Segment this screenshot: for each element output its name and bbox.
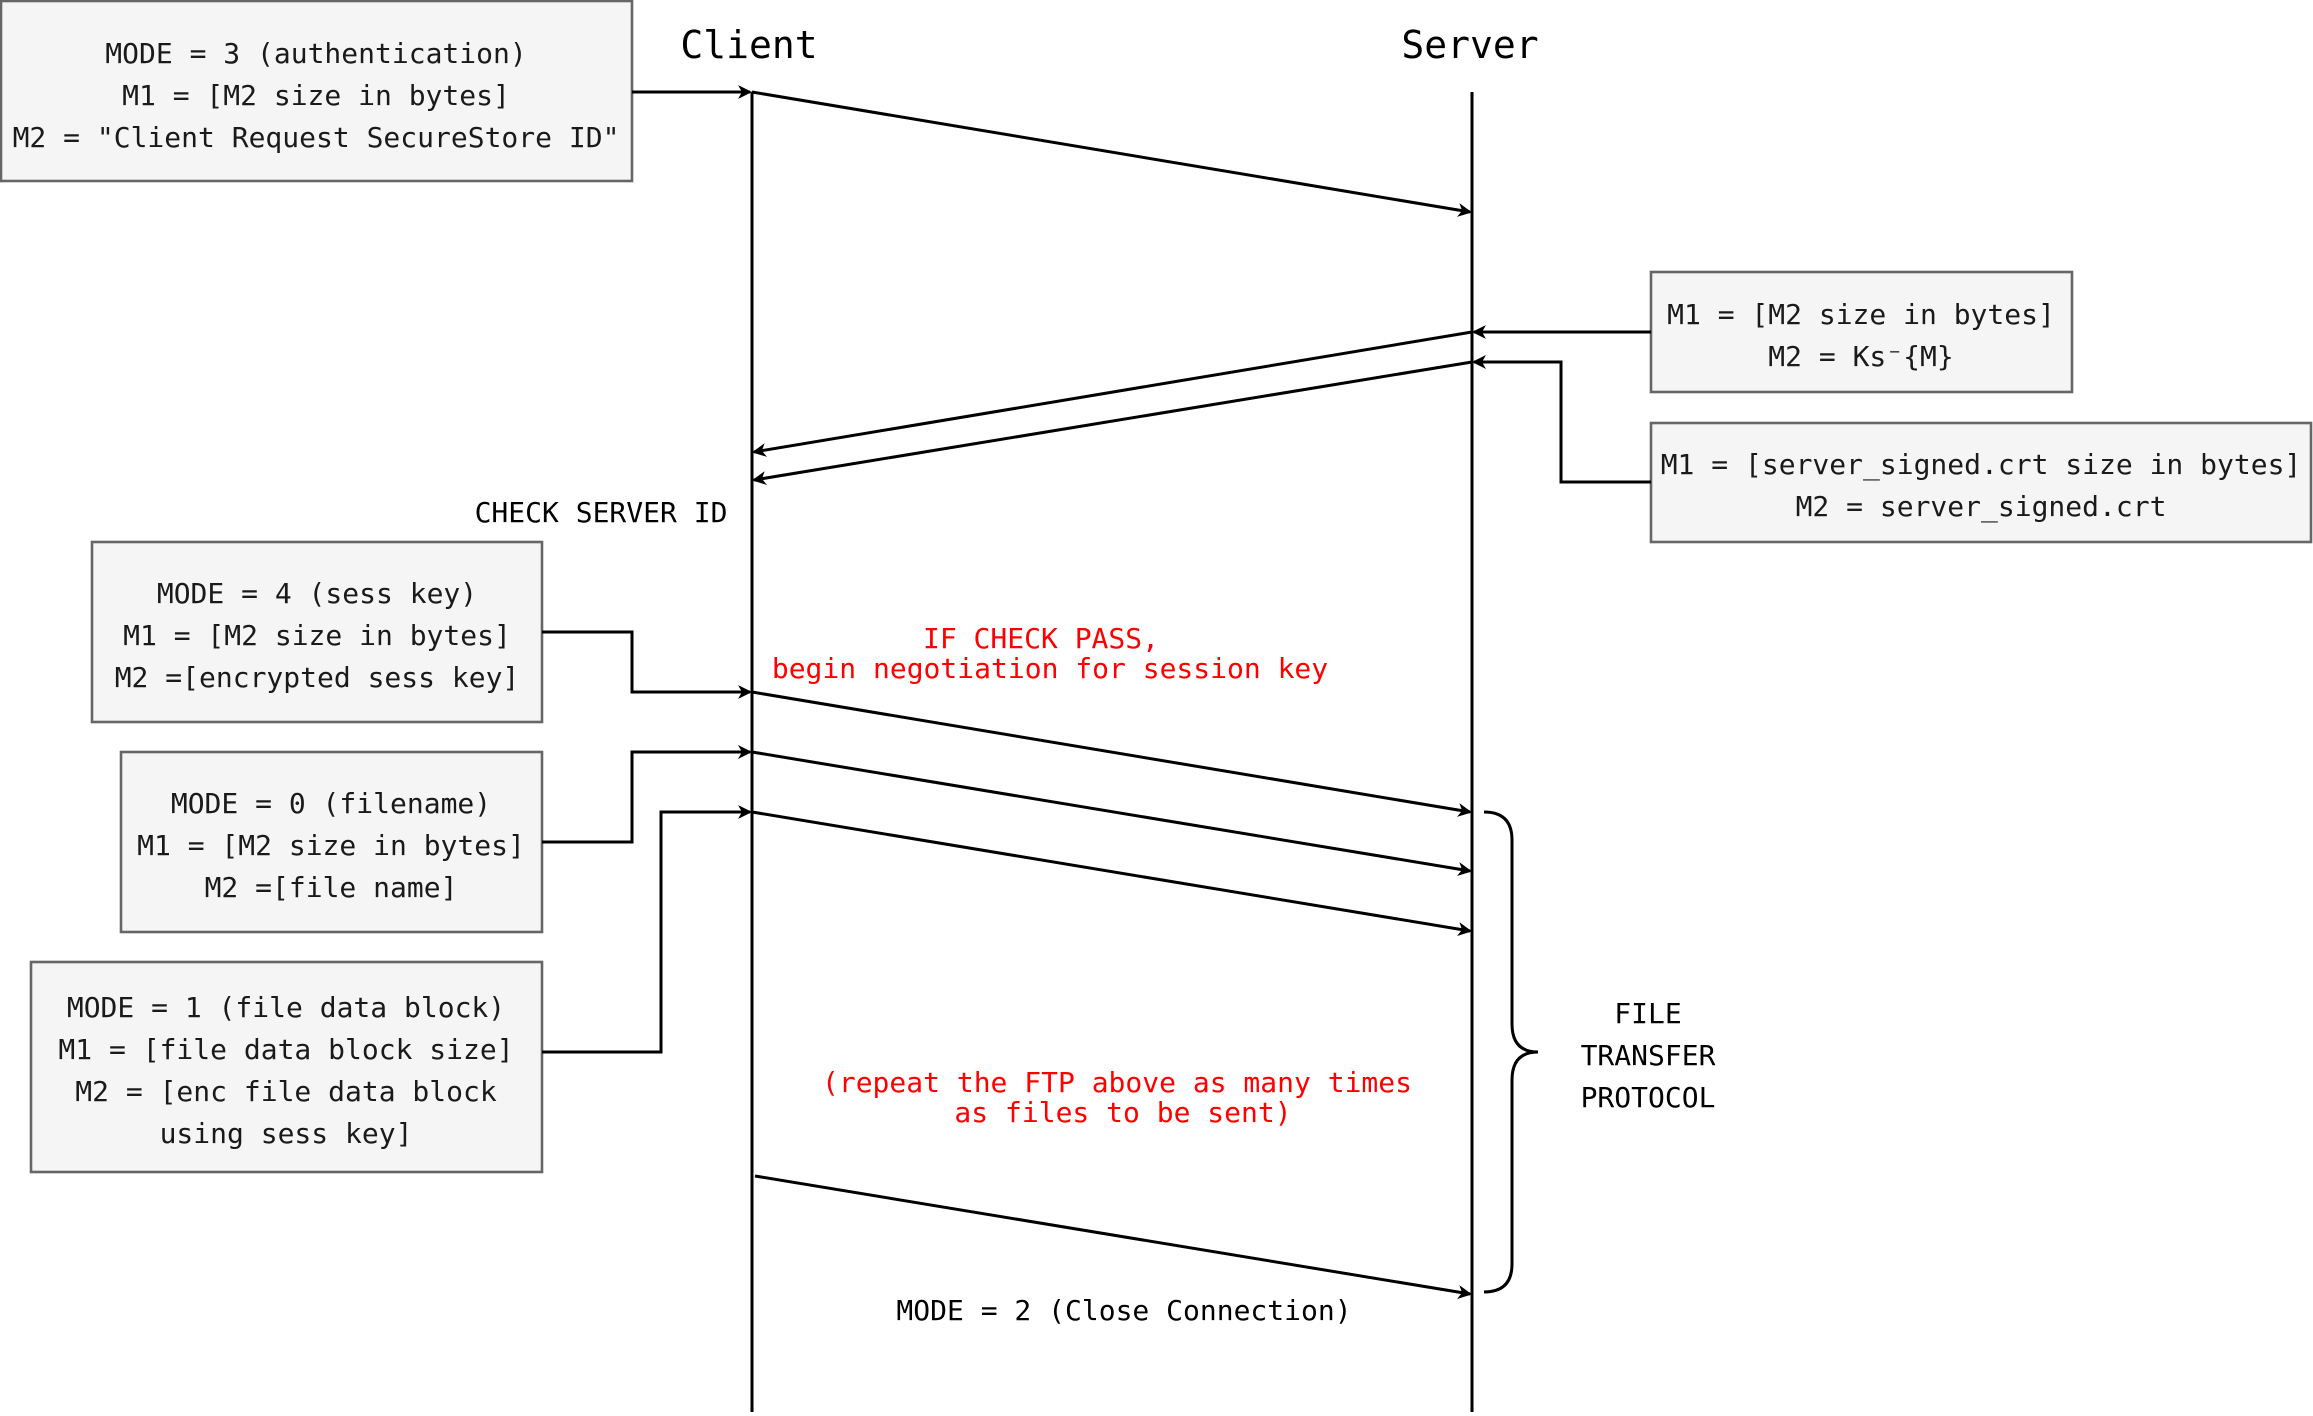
auth-box-line-2: M1 = [M2 size in bytes] xyxy=(122,79,510,112)
server-cert-arrow xyxy=(752,360,1473,485)
auth-box-line-1: MODE = 3 (authentication) xyxy=(105,37,526,70)
file-block-box-connector xyxy=(542,805,752,1054)
repeat-note-line-2: as files to be sent) xyxy=(954,1096,1291,1129)
ftp-label-line-2: TRANSFER xyxy=(1581,1039,1716,1072)
auth-request-arrow xyxy=(751,90,1472,217)
sess-box-line-1: MODE = 4 (sess key) xyxy=(157,577,477,610)
check-server-id-label: CHECK SERVER ID xyxy=(475,496,728,529)
ftp-label-line-1: FILE xyxy=(1614,997,1681,1030)
cert-box-line-2: M2 = server_signed.crt xyxy=(1796,490,2167,524)
auth-box-line-3: M2 = "Client Request SecureStore ID" xyxy=(13,121,620,154)
auth-request-box: MODE = 3 (authentication) M1 = [M2 size … xyxy=(0,0,634,183)
cert-box-line-1: M1 = [server_signed.crt size in bytes] xyxy=(1661,448,2302,482)
file-block-box: MODE = 1 (file data block) M1 = [file da… xyxy=(29,960,544,1174)
sess-box-line-2: M1 = [M2 size in bytes] xyxy=(123,619,511,652)
filename-box-line-2: M1 = [M2 size in bytes] xyxy=(137,829,525,862)
block-box-line-1: MODE = 1 (file data block) xyxy=(67,991,505,1024)
sess-box-line-3: M2 =[encrypted sess key] xyxy=(115,661,520,694)
file-block-arrow xyxy=(751,810,1472,936)
session-key-box: MODE = 4 (sess key) M1 = [M2 size in byt… xyxy=(90,540,544,724)
signed-box-line-2: M2 = Ks⁻{M} xyxy=(1768,340,1953,373)
signed-message-arrow xyxy=(752,330,1473,457)
check-pass-note-line-2: begin negotiation for session key xyxy=(772,652,1328,685)
session-key-arrow xyxy=(751,690,1472,817)
filename-box-connector xyxy=(542,745,752,844)
filename-box-line-3: M2 =[file name] xyxy=(205,871,458,904)
cert-box-connector xyxy=(1472,355,1651,484)
signed-box-line-1: M1 = [M2 size in bytes] xyxy=(1667,298,2055,331)
close-connection-label: MODE = 2 (Close Connection) xyxy=(896,1294,1351,1327)
sess-box-connector xyxy=(542,630,752,699)
filename-arrow xyxy=(751,750,1472,876)
block-box-line-4: using sess key] xyxy=(160,1117,413,1150)
block-box-line-2: M1 = [file data block size] xyxy=(58,1033,513,1066)
filename-box: MODE = 0 (filename) M1 = [M2 size in byt… xyxy=(119,750,544,934)
close-connection-arrow xyxy=(754,1174,1472,1299)
signed-message-box: M1 = [M2 size in bytes] M2 = Ks⁻{M} xyxy=(1649,270,2074,394)
server-cert-box: M1 = [server_signed.crt size in bytes] M… xyxy=(1649,421,2313,544)
client-lifeline-title: Client xyxy=(680,23,817,67)
ftp-label-line-3: PROTOCOL xyxy=(1581,1081,1716,1114)
ftp-brace xyxy=(1483,810,1539,1294)
server-lifeline-title: Server xyxy=(1401,23,1538,67)
repeat-note-line-1: (repeat the FTP above as many times xyxy=(822,1066,1412,1099)
block-box-line-3: M2 = [enc file data block xyxy=(75,1075,497,1108)
check-pass-note-line-1: IF CHECK PASS, xyxy=(923,622,1159,655)
filename-box-line-1: MODE = 0 (filename) xyxy=(171,787,491,820)
